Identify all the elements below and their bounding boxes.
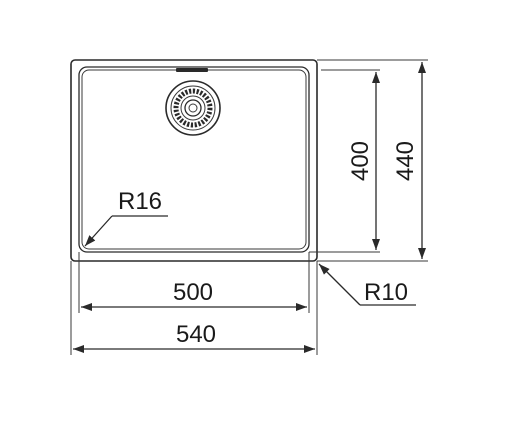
width-outer-label: 540 <box>176 321 216 348</box>
radius-inner-label: R16 <box>118 188 162 215</box>
radius-outer-arrow <box>318 263 361 306</box>
overflow-slot <box>176 68 208 72</box>
radius-outer-label: R10 <box>364 279 408 306</box>
inner-bowl-outline <box>78 66 310 253</box>
height-outer-label: 440 <box>392 141 419 181</box>
height-inner-label: 400 <box>347 141 374 181</box>
inner-bowl-edge <box>81 69 307 250</box>
drain-strainer-icon <box>165 80 221 136</box>
radius-inner-arrow <box>84 215 113 247</box>
outer-flange-outline <box>70 59 318 262</box>
width-inner-label: 500 <box>173 279 213 306</box>
